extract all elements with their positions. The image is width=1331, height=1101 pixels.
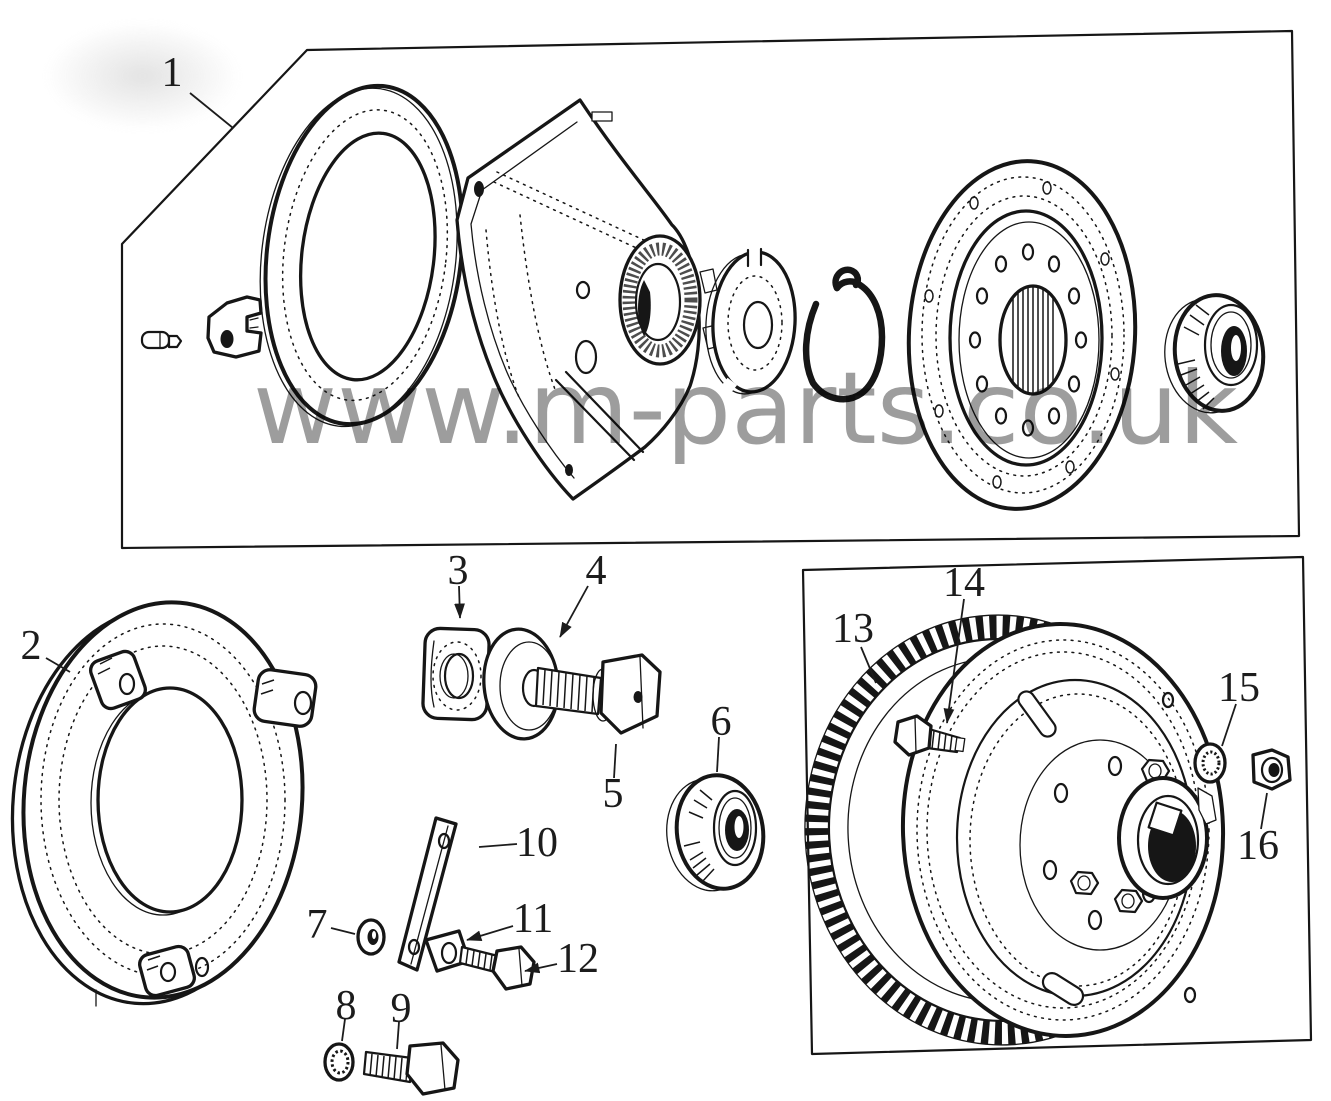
bolt-9-drawing bbox=[362, 1041, 460, 1096]
bolt-14-drawing bbox=[893, 714, 966, 757]
spline-washer-drawing bbox=[1193, 742, 1227, 784]
leader-line-10 bbox=[478, 843, 518, 848]
leader-line-5 bbox=[613, 743, 617, 779]
part-label-9: 9 bbox=[391, 986, 412, 1032]
flywheel-drawing bbox=[900, 622, 1226, 1038]
pivot-bolt-drawing bbox=[534, 653, 662, 735]
flywheel-box bbox=[801, 555, 1313, 1056]
part-label-5: 5 bbox=[603, 771, 624, 817]
nut-16-drawing bbox=[1251, 748, 1292, 791]
part-label-13: 13 bbox=[832, 606, 874, 652]
flywheel-box-outline bbox=[801, 555, 1313, 1056]
leader-line-6 bbox=[716, 736, 720, 773]
housing-cover-drawing bbox=[455, 98, 720, 501]
circlip-drawing bbox=[802, 266, 886, 403]
leader-line-1 bbox=[189, 92, 234, 129]
part-label-1: 1 bbox=[162, 50, 183, 96]
link-strap-drawing bbox=[397, 816, 458, 972]
part-label-12: 12 bbox=[557, 936, 599, 982]
leader-line-14 bbox=[943, 598, 965, 724]
leader-line-4 bbox=[559, 585, 589, 638]
kit-box bbox=[120, 29, 1301, 550]
leader-line-15 bbox=[1221, 703, 1237, 747]
bolt-12-drawing bbox=[458, 945, 536, 991]
plain-washer-drawing bbox=[356, 918, 386, 956]
nut-plate-drawing bbox=[421, 626, 491, 722]
watermark-text: www.m-parts.co.uk bbox=[253, 350, 1238, 467]
leader-line-11 bbox=[466, 925, 514, 941]
part-label-2: 2 bbox=[21, 623, 42, 669]
leader-line-9 bbox=[396, 1021, 400, 1050]
part-label-3: 3 bbox=[448, 548, 469, 594]
bearing-small-drawing bbox=[1164, 293, 1266, 414]
leader-line-2 bbox=[45, 657, 71, 673]
bracket-drawing bbox=[206, 295, 263, 359]
part-label-8: 8 bbox=[336, 983, 357, 1029]
part-label-7: 7 bbox=[307, 902, 328, 948]
slotted-retainer-drawing bbox=[705, 247, 797, 397]
leader-line-7 bbox=[330, 927, 356, 935]
part-label-14: 14 bbox=[943, 560, 985, 606]
part-label-11: 11 bbox=[513, 896, 553, 942]
bearing-6-drawing bbox=[666, 773, 766, 892]
clutch-disc-drawing bbox=[906, 159, 1138, 511]
leader-line-13 bbox=[860, 646, 877, 684]
lock-washer-drawing bbox=[323, 1042, 355, 1082]
leader-line-16 bbox=[1260, 792, 1268, 830]
part-label-4: 4 bbox=[586, 548, 607, 594]
scan-smudge bbox=[45, 22, 240, 130]
adapter-plate-drawing bbox=[10, 600, 318, 1006]
part-label-6: 6 bbox=[711, 699, 732, 745]
pin-drawing bbox=[140, 330, 183, 350]
gasket-ring-drawing bbox=[259, 83, 465, 428]
part-label-10: 10 bbox=[516, 820, 558, 866]
leader-line-12 bbox=[524, 962, 558, 974]
part-label-15: 15 bbox=[1218, 665, 1260, 711]
part-label-16: 16 bbox=[1237, 823, 1279, 869]
leader-line-8 bbox=[341, 1018, 346, 1042]
kit-box-outline bbox=[120, 29, 1301, 550]
leader-line-3 bbox=[454, 585, 465, 619]
